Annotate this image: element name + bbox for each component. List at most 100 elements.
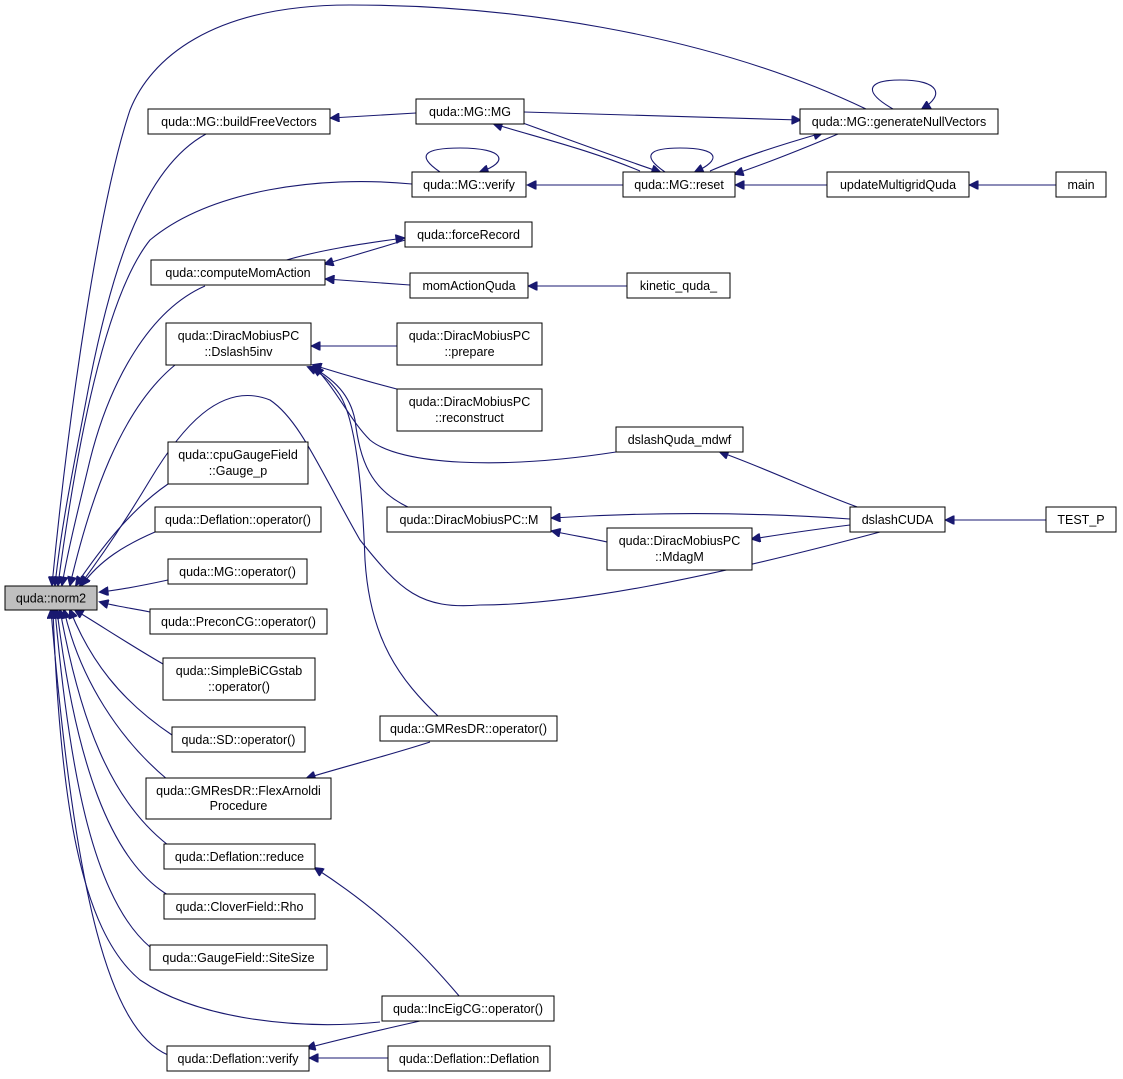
node-dslashqudamdwf[interactable]: dslashQuda_mdwf: [615, 426, 744, 453]
edge-inceigcg-to-deflverify: [307, 1020, 421, 1048]
node-reconstruct[interactable]: quda::DiracMobiusPC ::reconstruct: [396, 388, 543, 432]
node-mdagm-label-2: ::MdagM: [655, 550, 704, 564]
node-dslash5inv[interactable]: quda::DiracMobiusPC ::Dslash5inv: [165, 322, 312, 366]
node-mgmg-label: quda::MG::MG: [429, 105, 511, 119]
edge-dslash5inv-to-norm2: [70, 364, 176, 585]
node-simplebicg-label-1: quda::SimpleBiCGstab: [176, 664, 303, 678]
node-sdop-label: quda::SD::operator(): [182, 733, 296, 747]
edge-mgmg-to-generatenullvectors: [523, 111, 800, 120]
node-mobiusm[interactable]: quda::DiracMobiusPC::M: [386, 506, 552, 533]
node-gmresop-label: quda::GMResDR::operator(): [390, 722, 547, 736]
node-defldeflation-label: quda::Deflation::Deflation: [399, 1052, 539, 1066]
edge-gmresop-to-flexarnoldi: [307, 741, 431, 778]
node-cloverrho[interactable]: quda::CloverField::Rho: [163, 893, 316, 920]
node-dslashcuda[interactable]: dslashCUDA: [849, 506, 946, 533]
node-simplebicg[interactable]: quda::SimpleBiCGstab ::operator(): [162, 657, 316, 701]
edge-inceigcg-to-norm2: [53, 610, 381, 1026]
node-deflverify[interactable]: quda::Deflation::verify: [166, 1045, 310, 1072]
node-sitesize[interactable]: quda::GaugeField::SiteSize: [149, 944, 328, 971]
node-mgverify[interactable]: quda::MG::verify: [411, 171, 527, 198]
node-gmresop[interactable]: quda::GMResDR::operator(): [379, 715, 558, 742]
node-buildfreevectors-label: quda::MG::buildFreeVectors: [161, 115, 317, 129]
node-reconstruct-label-2: ::reconstruct: [435, 411, 504, 425]
node-testp[interactable]: TEST_P: [1045, 506, 1117, 533]
edges: [51, 4, 1056, 1058]
edge-flexarnoldi-to-norm2: [64, 610, 169, 781]
node-main[interactable]: main: [1055, 171, 1107, 198]
node-dslash5inv-label-1: quda::DiracMobiusPC: [178, 329, 300, 343]
edge-sitesize-to-norm2: [55, 610, 151, 948]
node-inceigcg-label: quda::IncEigCG::operator(): [393, 1002, 543, 1016]
node-buildfreevectors[interactable]: quda::MG::buildFreeVectors: [147, 108, 331, 135]
edge-mgmg-to-buildfreevectors: [331, 112, 417, 118]
node-momactionquda-label: momActionQuda: [422, 279, 515, 293]
node-prepare-label-2: ::prepare: [444, 345, 494, 359]
node-sdop[interactable]: quda::SD::operator(): [171, 726, 306, 753]
node-deflreduce-label: quda::Deflation::reduce: [175, 850, 304, 864]
node-mgreset[interactable]: quda::MG::reset: [622, 171, 736, 198]
node-preconcg[interactable]: quda::PreconCG::operator(): [149, 608, 328, 635]
edge-generatenullvectors-to-mgreset: [735, 133, 839, 174]
node-kineticquda[interactable]: kinetic_quda_: [626, 272, 731, 299]
node-dslashqudamdwf-label: dslashQuda_mdwf: [628, 433, 732, 447]
edge-generatenullvectors-self: [872, 79, 937, 109]
node-deflationop-label: quda::Deflation::operator(): [165, 513, 311, 527]
nodes: quda::norm2 quda::MG::buildFreeVectors q…: [4, 98, 1117, 1072]
node-generatenullvectors[interactable]: quda::MG::generateNullVectors: [799, 108, 999, 135]
node-mgop-label: quda::MG::operator(): [179, 565, 296, 579]
edge-preconcg-to-norm2: [100, 602, 151, 613]
node-dslashcuda-label: dslashCUDA: [862, 513, 934, 527]
edge-computemomaction-to-norm2: [62, 285, 206, 585]
node-norm2[interactable]: quda::norm2: [4, 585, 98, 611]
node-mdagm-label-1: quda::DiracMobiusPC: [619, 534, 741, 548]
edge-computemomaction-to-forcerecord: [282, 238, 404, 262]
node-updatemultigridquda-label: updateMultigridQuda: [840, 178, 956, 192]
edge-dslashcuda-to-dslashqudamdwf: [720, 452, 861, 509]
node-momactionquda[interactable]: momActionQuda: [409, 272, 529, 299]
node-deflverify-label: quda::Deflation::verify: [178, 1052, 300, 1066]
node-deflationop[interactable]: quda::Deflation::operator(): [154, 506, 322, 533]
node-inceigcg[interactable]: quda::IncEigCG::operator(): [381, 995, 555, 1022]
node-defldeflation[interactable]: quda::Deflation::Deflation: [387, 1045, 551, 1072]
edge-mobiusm-to-dslash5inv: [312, 367, 411, 509]
edge-dslashqudamdwf-to-dslash5inv: [315, 367, 617, 464]
node-preconcg-label: quda::PreconCG::operator(): [161, 615, 316, 629]
node-main-label: main: [1067, 178, 1094, 192]
node-prepare-label-1: quda::DiracMobiusPC: [409, 329, 531, 343]
node-gaugep[interactable]: quda::cpuGaugeField ::Gauge_p: [167, 441, 309, 485]
edge-deflreduce-to-norm2: [60, 610, 169, 846]
node-mgop[interactable]: quda::MG::operator(): [167, 558, 308, 585]
edge-deflverify-to-norm2: [51, 610, 169, 1056]
node-mdagm[interactable]: quda::DiracMobiusPC ::MdagM: [606, 527, 753, 571]
edge-mgverify-to-norm2: [58, 180, 413, 585]
node-flexarnoldi[interactable]: quda::GMResDR::FlexArnoldi Procedure: [145, 777, 332, 820]
edge-dslashcuda-to-mobiusm: [552, 514, 851, 519]
edge-mdagm-to-mobiusm: [552, 531, 608, 543]
node-dslash5inv-label-2: ::Dslash5inv: [204, 345, 273, 359]
edge-mgreset-to-mgmg: [494, 124, 641, 172]
edge-mgreset-self: [650, 147, 714, 172]
node-cloverrho-label: quda::CloverField::Rho: [176, 900, 304, 914]
node-generatenullvectors-label: quda::MG::generateNullVectors: [812, 115, 986, 129]
node-prepare[interactable]: quda::DiracMobiusPC ::prepare: [396, 322, 543, 366]
node-forcerecord[interactable]: quda::forceRecord: [404, 221, 533, 248]
node-gaugep-label-1: quda::cpuGaugeField: [178, 448, 298, 462]
edge-buildfreevectors-to-norm2: [55, 133, 207, 585]
node-mgverify-label: quda::MG::verify: [423, 178, 515, 192]
node-computemomaction[interactable]: quda::computeMomAction: [150, 259, 326, 286]
edge-dslashcuda-to-mdagm: [752, 524, 851, 539]
node-deflreduce[interactable]: quda::Deflation::reduce: [163, 843, 316, 870]
edge-dslashcuda-to-norm2: [80, 394, 881, 607]
node-forcerecord-label: quda::forceRecord: [417, 228, 520, 242]
node-computemomaction-label: quda::computeMomAction: [165, 266, 310, 280]
edge-gaugep-to-norm2: [76, 483, 169, 585]
node-testp-label: TEST_P: [1057, 513, 1104, 527]
node-updatemultigridquda[interactable]: updateMultigridQuda: [826, 171, 970, 198]
edge-generatenullvectors-to-norm2: [52, 4, 867, 585]
node-mobiusm-label: quda::DiracMobiusPC::M: [400, 513, 539, 527]
node-reconstruct-label-1: quda::DiracMobiusPC: [409, 395, 531, 409]
edge-simplebicg-to-norm2: [75, 610, 164, 665]
edge-mgreset-to-generatenullvectors: [709, 133, 822, 172]
node-mgmg[interactable]: quda::MG::MG: [415, 98, 525, 125]
